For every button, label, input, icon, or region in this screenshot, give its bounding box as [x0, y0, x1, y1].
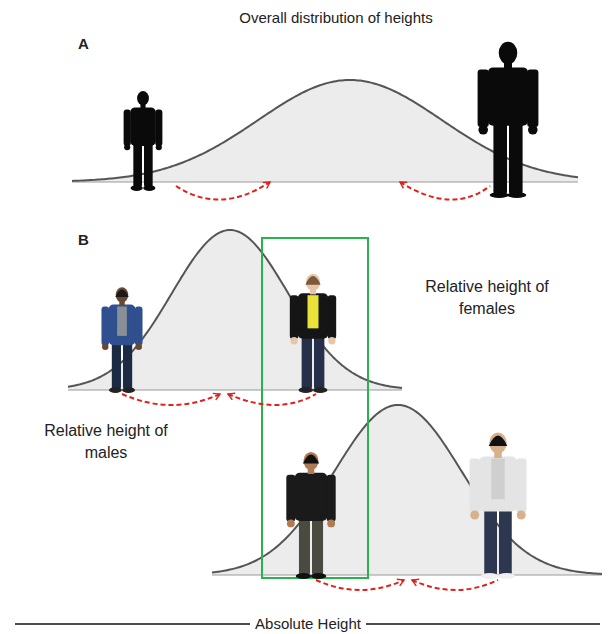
tall-male	[470, 433, 527, 580]
highlight-box	[262, 238, 368, 578]
tall-female	[290, 274, 336, 393]
panel-letter: B	[78, 230, 89, 250]
red-dashed-arrow	[228, 394, 316, 405]
red-dashed-arrow	[176, 182, 270, 200]
bell-curve	[212, 405, 602, 574]
distribution-fill	[212, 405, 602, 575]
title-text: Overall distribution of heights	[239, 8, 432, 28]
short-silhouette	[124, 91, 163, 191]
bell-curve	[68, 230, 402, 388]
axis-line	[212, 575, 602, 576]
group-label: Relative height of females	[412, 276, 562, 319]
red-dashed-arrow	[412, 580, 498, 590]
axis-label: Absolute Height	[250, 614, 366, 634]
panel-letter: A	[78, 34, 89, 54]
group-label: Relative height of males	[36, 420, 176, 463]
distribution-fill	[68, 230, 402, 390]
red-dashed-arrow	[400, 182, 490, 200]
short-female	[101, 287, 142, 393]
red-dashed-arrow	[316, 580, 404, 590]
red-dashed-arrow	[122, 394, 220, 405]
tall-silhouette	[478, 42, 539, 198]
short-male	[286, 452, 335, 579]
